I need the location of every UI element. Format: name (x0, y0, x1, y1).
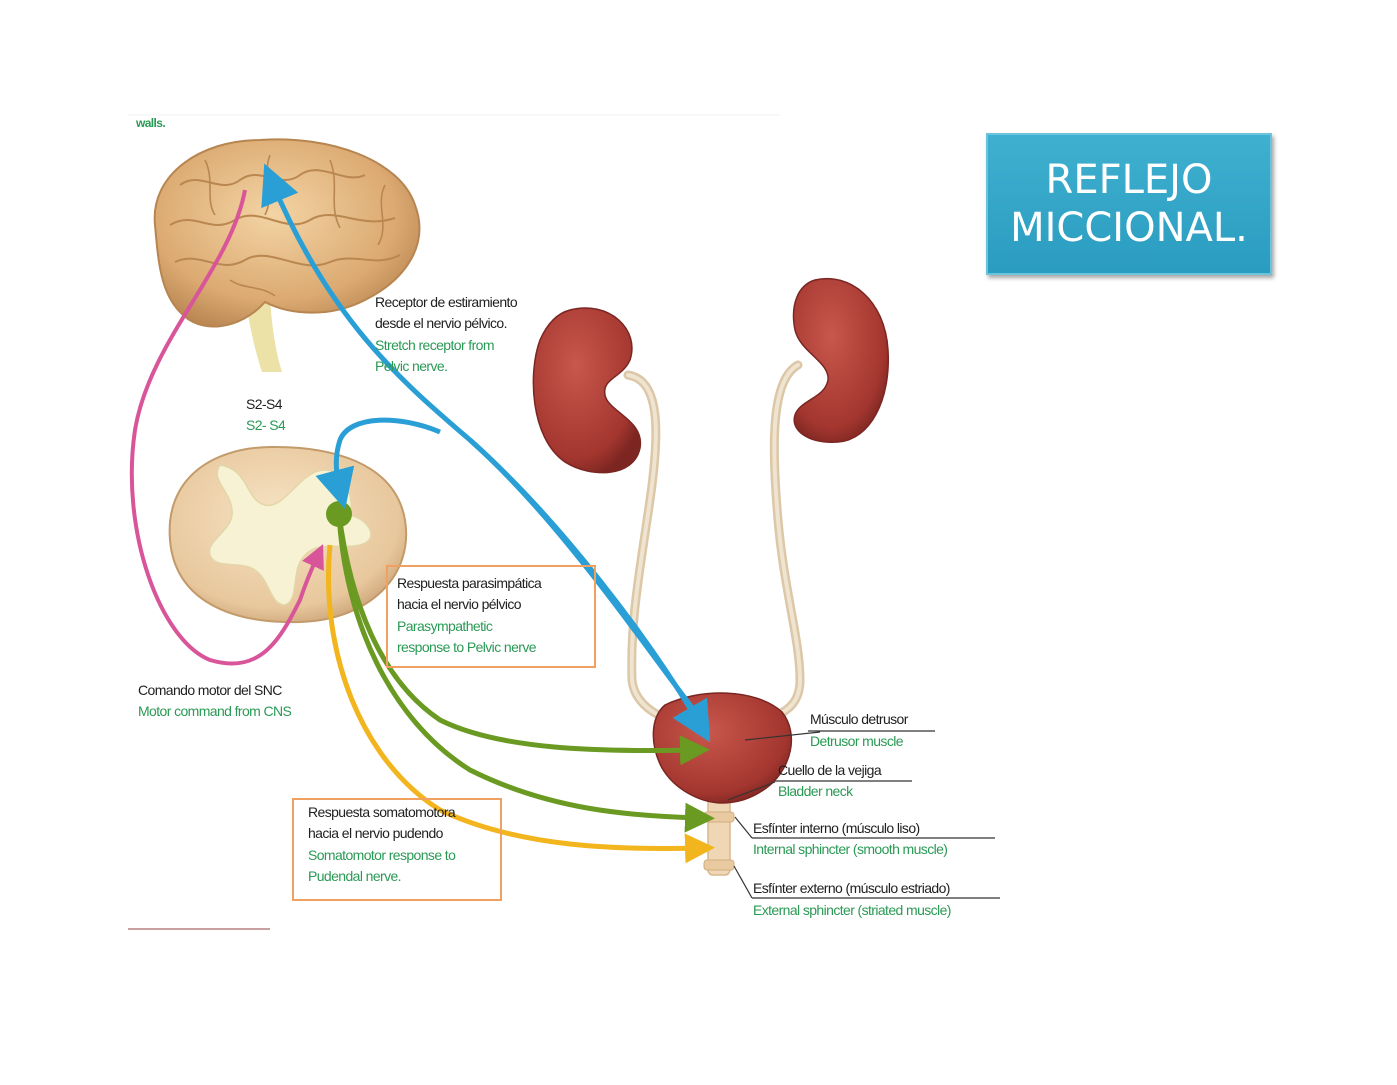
internal-sphincter-label-es: Esfínter interno (músculo liso) (753, 820, 920, 836)
title-box: REFLEJO MICCIONAL. (986, 133, 1272, 275)
label-pointer-lines (727, 730, 1000, 899)
detrusor-label-es: Músculo detrusor (810, 711, 908, 727)
external-sphincter-label-es: Esfínter externo (músculo estriado) (753, 880, 950, 896)
somatomotor-label-en-1: Somatomotor response to (308, 847, 456, 863)
bladder-neck-label-en: Bladder neck (778, 783, 853, 799)
parasympathetic-label-es-2: hacia el nervio pélvico (397, 596, 522, 612)
urethra-illustration (703, 794, 735, 876)
receptor-label-es-1: Receptor de estiramiento (375, 294, 518, 310)
spinal-cord-illustration (168, 445, 408, 624)
somatomotor-label-en-2: Pudendal nerve. (308, 868, 402, 884)
somatomotor-label-es-1: Respuesta somatomotora (308, 804, 456, 820)
parasympathetic-arrow-detrusor (336, 513, 710, 766)
parasympathetic-label-en-1: Parasympathetic (397, 618, 493, 634)
kidney-left (532, 307, 642, 474)
sensory-arrow-from-bladder (468, 438, 711, 743)
motor-command-label-es: Comando motor del SNC (138, 682, 282, 698)
motor-command-arrow (129, 189, 324, 666)
brain-illustration (153, 138, 421, 372)
parasympathetic-label-es-1: Respuesta parasimpática (397, 575, 542, 591)
parasympathetic-label-box (386, 565, 596, 668)
parasympathetic-arrow-internal (336, 513, 715, 833)
segment-label-es: S2-S4 (246, 396, 283, 412)
parasympathetic-label-en-2: response to Pelvic nerve (397, 639, 537, 655)
bladder-neck-label-es: Cuello de la vejiga (778, 762, 882, 778)
somatomotor-label-box (292, 798, 502, 901)
detrusor-label-en: Detrusor muscle (810, 733, 904, 749)
external-sphincter-label-en: External sphincter (striated muscle) (753, 902, 951, 918)
kidney-right (792, 277, 890, 443)
title-line-1: REFLEJO (1045, 157, 1213, 203)
somatomotor-arrow (326, 544, 715, 864)
title-line-2: MICCIONAL. (1010, 205, 1248, 251)
motor-command-label-en: Motor command from CNS (138, 703, 292, 719)
walls-label: walls. (136, 116, 166, 130)
receptor-label-es-2: desde el nervio pélvico. (375, 315, 508, 331)
receptor-label-en-2: Pelvic nerve. (375, 358, 448, 374)
sensory-arrow-to-cord (315, 417, 441, 510)
somatomotor-label-es-2: hacia el nervio pudendo (308, 825, 443, 841)
internal-sphincter-label-en: Internal sphincter (smooth muscle) (753, 841, 948, 857)
receptor-label-en-1: Stretch receptor from (375, 337, 494, 353)
segment-label-en: S2- S4 (246, 417, 286, 433)
